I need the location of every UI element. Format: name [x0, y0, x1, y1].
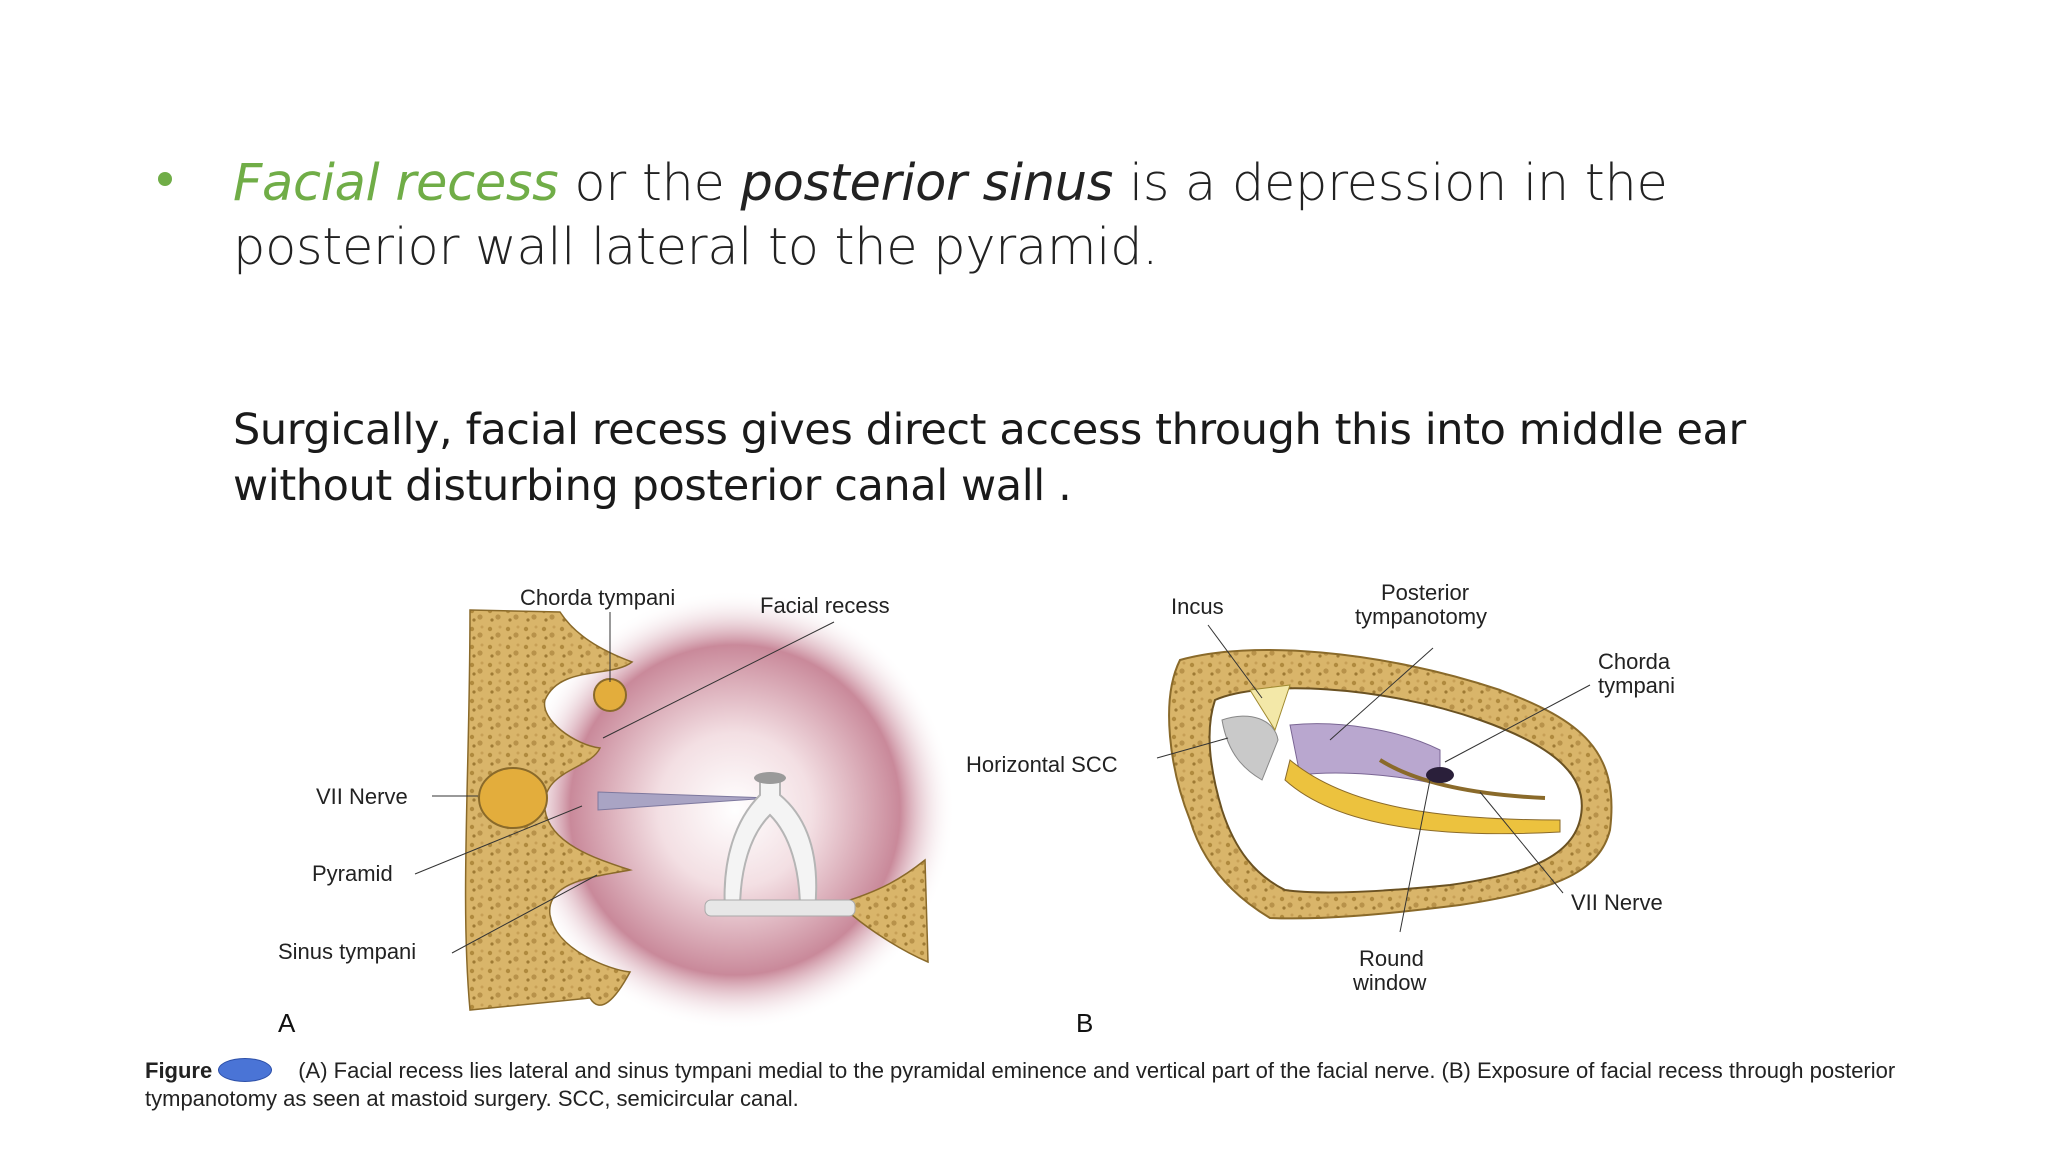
- round-window-shape: [1426, 767, 1454, 783]
- incus-shape: [1249, 684, 1291, 732]
- bone-block-a-right: [849, 858, 929, 964]
- bullet-point-icon: [158, 172, 172, 186]
- chorda-tympani-a: [593, 678, 627, 712]
- panel-a-letter: A: [278, 1008, 296, 1038]
- label-chorda-2: tympani: [1598, 673, 1675, 698]
- label-chorda-tympani-a: Chorda tympani: [520, 585, 675, 610]
- label-facial-recess-a: Facial recess: [760, 593, 890, 618]
- panel-b-illustration: Incus Posterior tympanotomy Chorda tympa…: [966, 580, 1675, 1038]
- facial-nerve-b: [1284, 759, 1561, 835]
- caption-text: (A) Facial recess lies lateral and sinus…: [145, 1058, 1896, 1111]
- label-pyramid-a: Pyramid: [312, 861, 393, 886]
- label-round-window-1: Round: [1359, 946, 1424, 971]
- facial-nerve-a: [478, 767, 548, 829]
- panel-b-leaders: [1156, 624, 1591, 933]
- label-sinus-tympani-a: Sinus tympani: [278, 939, 416, 964]
- term-posterior-sinus: posterior sinus: [740, 154, 1114, 213]
- label-posterior-tympanotomy-2: tympanotomy: [1355, 604, 1487, 629]
- bullet-text-part2: is a depression in the posterior wall la…: [233, 154, 1668, 277]
- figure-number-badge: [218, 1058, 273, 1082]
- stapes-head: [754, 772, 786, 784]
- chorda-tympani-b: [1378, 758, 1546, 800]
- label-posterior-tympanotomy-1: Posterior: [1381, 580, 1469, 605]
- bullet-text: Facial recess or the posterior sinus is …: [233, 152, 1873, 280]
- horizontal-scc-shape: [1221, 715, 1279, 781]
- surgical-paragraph: Surgically, facial recess gives direct a…: [233, 405, 1746, 511]
- label-horizontal-scc: Horizontal SCC: [966, 752, 1118, 777]
- bullet-text-part1: or the: [558, 154, 741, 213]
- label-chorda-1: Chorda: [1598, 649, 1671, 674]
- panel-a-leaders: [414, 612, 835, 954]
- pyramid-tendon: [597, 791, 771, 811]
- anatomy-figure: Chorda tympani Facial recess VII Nerve P…: [0, 570, 2048, 1130]
- panel-b-letter: B: [1076, 1008, 1093, 1038]
- stapes: [723, 779, 818, 911]
- label-vii-nerve-b: VII Nerve: [1571, 890, 1663, 915]
- label-incus: Incus: [1171, 594, 1224, 619]
- label-round-window-2: window: [1352, 970, 1426, 995]
- caption-prefix: Figure: [145, 1058, 213, 1083]
- stapes-footplate: [704, 899, 856, 917]
- panel-a-illustration: Chorda tympani Facial recess VII Nerve P…: [278, 585, 955, 1038]
- bone-block-a: [464, 609, 634, 1011]
- label-vii-nerve-a: VII Nerve: [316, 784, 408, 809]
- figure-illustration: Chorda tympani Facial recess VII Nerve P…: [278, 580, 1675, 1038]
- term-facial-recess: Facial recess: [233, 154, 559, 213]
- figure-caption: Figure(A) Facial recess lies lateral and…: [145, 1057, 1925, 1113]
